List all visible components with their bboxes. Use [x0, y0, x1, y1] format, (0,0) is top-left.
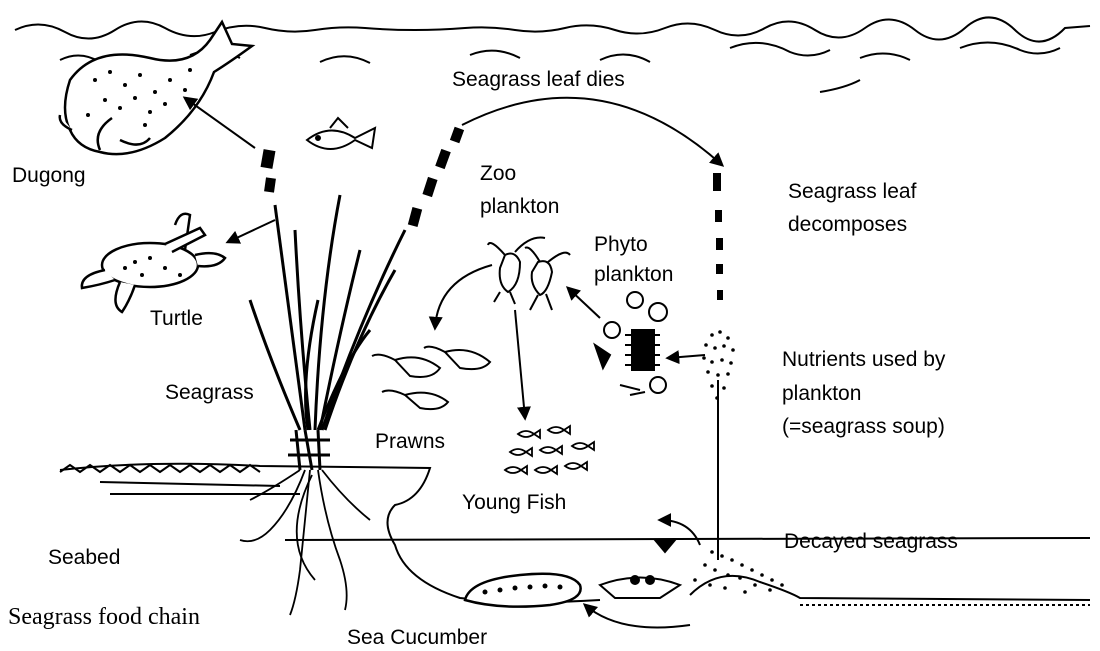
- figure-caption: Seagrass food chain: [8, 604, 200, 631]
- small-fish-drawing: [307, 118, 375, 149]
- nutrients-label-line1: Nutrients used by: [782, 346, 945, 373]
- young-fish-drawing: [505, 426, 594, 474]
- turtle-drawing: [82, 214, 225, 312]
- zooplankton-label-line1: Zoo: [480, 160, 516, 187]
- sea-cucumber-drawing: [465, 574, 581, 607]
- decayed-seagrass-pile: [693, 550, 784, 594]
- zooplankton-label-line2: plankton: [480, 193, 559, 220]
- decomposes-label-line2: decomposes: [788, 211, 907, 238]
- nutrients-label-line2: plankton: [782, 380, 861, 407]
- seagrass-leaf-dies-label: Seagrass leaf dies: [452, 66, 625, 93]
- prawns-drawing: [372, 347, 490, 409]
- young-fish-label: Young Fish: [462, 489, 566, 516]
- phytoplankton-label-line1: Phyto: [594, 231, 648, 258]
- roots-drawing: [240, 470, 370, 615]
- phytoplankton-drawing: [595, 292, 667, 395]
- sea-cucumber-label: Sea Cucumber: [347, 624, 487, 651]
- seagrass-label: Seagrass: [165, 379, 254, 406]
- decayed-seagrass-label: Decayed seagrass: [784, 528, 958, 555]
- seabed-label: Seabed: [48, 544, 120, 571]
- phytoplankton-label-line2: plankton: [594, 261, 673, 288]
- decomposer-critters-drawing: [600, 540, 680, 598]
- decomposes-label-line1: Seagrass leaf: [788, 178, 916, 205]
- turtle-label: Turtle: [150, 305, 203, 332]
- dugong-label: Dugong: [12, 162, 86, 189]
- dugong-drawing: [60, 22, 252, 154]
- zooplankton-drawing: [488, 238, 570, 310]
- prawns-label: Prawns: [375, 428, 445, 455]
- nutrients-label-line3: (=seagrass soup): [782, 413, 945, 440]
